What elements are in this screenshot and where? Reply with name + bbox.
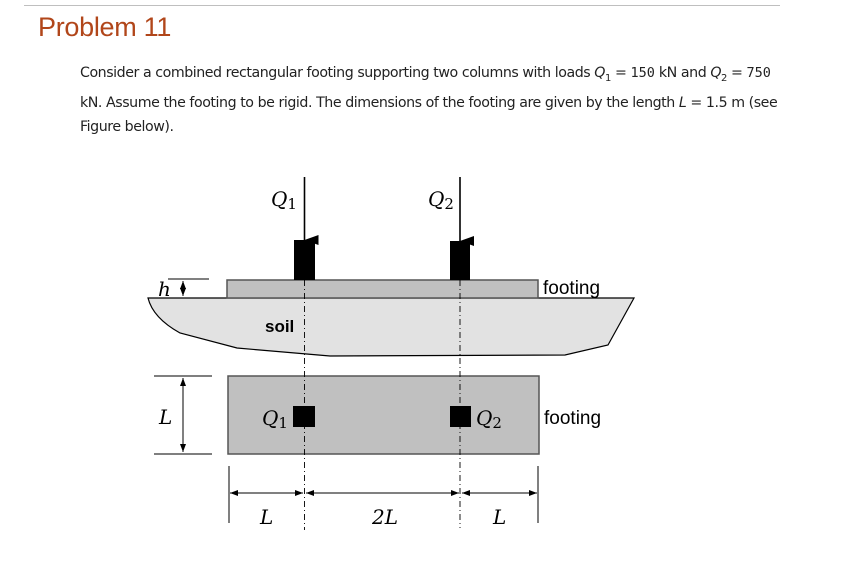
soil-label: soil: [265, 317, 294, 336]
elevation-view: Q1 Q2 h footing soil: [147, 177, 636, 357]
page-title: Problem 11: [38, 12, 172, 42]
equals-sign: =: [726, 65, 747, 81]
problem-statement: Consider a combined rectangular footing …: [80, 61, 790, 139]
column-1: [294, 240, 315, 280]
plan-view: L Q1 Q2 footing L 2L L: [154, 375, 601, 529]
footing-elevation: [226, 279, 539, 299]
dim-label-2: 2L: [371, 505, 398, 529]
top-divider: [24, 5, 780, 6]
problem-text: kN. Assume the footing to be rigid. The …: [80, 94, 679, 111]
column-2: [450, 241, 470, 280]
thickness-label: h: [158, 277, 171, 301]
q2-value: 750: [746, 65, 771, 81]
problem-text: Consider a combined rectangular footing …: [80, 65, 595, 81]
equals-sign: =: [610, 65, 631, 81]
problem-text: kN and: [654, 65, 711, 81]
q1-value: 150: [630, 65, 655, 81]
load-2-label: Q2: [428, 187, 454, 213]
width-label: L: [158, 405, 172, 429]
col-2-plan-label: Q2: [476, 406, 502, 432]
q1-subscript: 1: [604, 72, 611, 84]
footing-label-plan: footing: [544, 408, 601, 429]
column-1-plan: [293, 406, 315, 427]
footing-label-elevation: footing: [543, 278, 600, 299]
q2-symbol: Q: [710, 65, 722, 81]
soil-body: [147, 297, 636, 357]
l-symbol: L: [678, 94, 687, 111]
footing-plan: [227, 375, 540, 455]
load-1-label: Q1: [271, 187, 297, 213]
col-1-plan-label: Q1: [262, 406, 288, 432]
dim-label-1: L: [259, 505, 273, 529]
q1-symbol: Q: [594, 65, 605, 81]
dim-label-3: L: [492, 505, 506, 529]
q2-subscript: 2: [721, 72, 727, 84]
column-2-plan: [450, 406, 471, 427]
problem-text: = 1.5 m (see Figure below).: [80, 94, 778, 135]
